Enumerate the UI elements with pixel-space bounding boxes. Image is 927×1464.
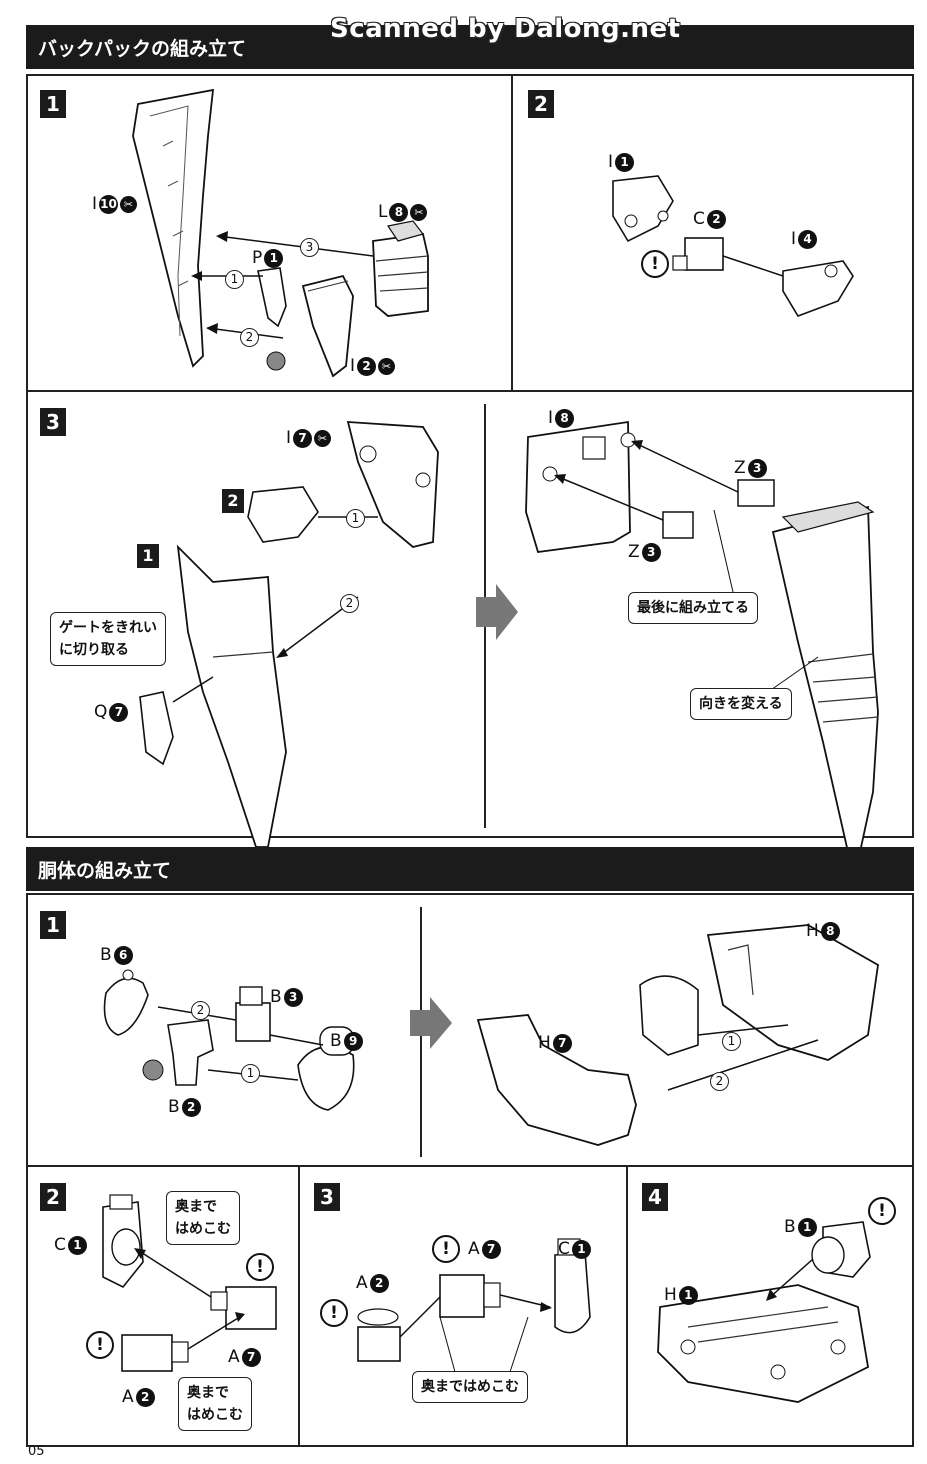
watermark: Scanned by Dalong.net xyxy=(330,14,681,44)
sequence-2: 2 xyxy=(240,326,259,347)
torso-step3-illustration xyxy=(357,1238,591,1373)
caution-icon: ! xyxy=(320,1299,348,1327)
caution-icon: ! xyxy=(86,1331,114,1359)
sequence-1: 1 xyxy=(241,1062,260,1083)
nipper-icon: ✂ xyxy=(314,429,332,447)
backpack-step2-illustration xyxy=(612,175,854,317)
backpack-step3-panel: 3 1 2 2 xyxy=(26,390,914,853)
page-number: 05 xyxy=(28,1444,45,1459)
step-number: 1 xyxy=(40,90,66,118)
torso-step2-illustration xyxy=(102,1194,277,1372)
torso-step1-illustration xyxy=(103,924,879,1146)
nipper-icon: ✂ xyxy=(410,203,428,221)
backpack-section-header: バックパックの組み立て xyxy=(26,25,914,69)
sequence-3: 3 xyxy=(300,236,319,257)
sequence-1: 1 xyxy=(722,1030,741,1051)
callout-change-direction: 向きを変える xyxy=(690,688,792,720)
caution-icon: ! xyxy=(641,250,669,278)
callout-gate: ゲートをきれい に切り取る xyxy=(50,612,166,666)
subassembly-ref-1: 1 xyxy=(137,544,159,568)
backpack-section-title: バックパックの組み立て xyxy=(38,38,247,60)
step-number: 1 xyxy=(40,911,66,939)
nipper-icon: ✂ xyxy=(378,357,396,375)
callout-push-fully-top: 奥まで はめこむ xyxy=(166,1191,240,1245)
nipper-icon: ✂ xyxy=(120,195,138,213)
torso-section-header: 胴体の組み立て xyxy=(26,847,914,891)
caution-icon: ! xyxy=(246,1253,274,1281)
sequence-2: 2 xyxy=(191,999,210,1020)
step-number: 2 xyxy=(528,90,554,118)
caution-icon: ! xyxy=(432,1235,460,1263)
callout-push-fully-bottom: 奥まで はめこむ xyxy=(178,1377,252,1431)
step-number: 3 xyxy=(314,1183,340,1211)
sequence-1: 1 xyxy=(346,507,365,528)
step-number: 2 xyxy=(40,1183,66,1211)
subassembly-ref-2: 2 xyxy=(222,489,244,513)
caution-icon: ! xyxy=(868,1197,896,1225)
sequence-1: 1 xyxy=(225,268,244,289)
callout-assemble-last: 最後に組み立てる xyxy=(628,592,758,624)
torso-step4-illustration xyxy=(657,1221,871,1403)
callout-push-fully: 奥まではめこむ xyxy=(412,1371,528,1403)
backpack-step1-illustration xyxy=(132,88,429,378)
sequence-2: 2 xyxy=(710,1070,729,1091)
backpack-step3-illustration xyxy=(139,420,879,853)
torso-section-title: 胴体の組み立て xyxy=(38,860,172,882)
step-number: 3 xyxy=(40,408,66,436)
step-number: 4 xyxy=(642,1183,668,1211)
sequence-2: 2 xyxy=(340,592,359,613)
